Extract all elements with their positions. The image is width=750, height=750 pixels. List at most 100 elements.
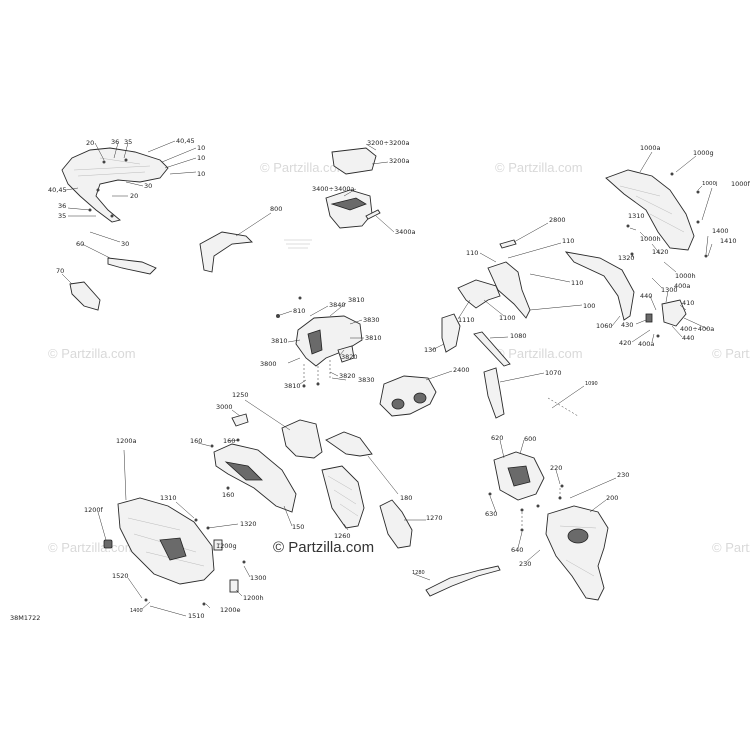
- callout-1300: 1300: [250, 574, 267, 582]
- callout-3810: 3810: [271, 337, 288, 345]
- storage-bin-assembly: [199, 143, 395, 273]
- panel-130-part: [441, 313, 461, 353]
- callout-400a: 400a: [674, 282, 690, 290]
- callout-1320: 1320: [240, 520, 257, 528]
- callout-1200f: 1200f: [84, 506, 104, 514]
- callout-1070: 1070: [545, 369, 562, 377]
- lower-trim-part: [69, 281, 101, 311]
- callout-35: 35: [58, 212, 66, 220]
- callout-36: 36: [111, 138, 119, 146]
- callout-1320: 1320: [618, 254, 635, 262]
- callout-1310: 1310: [160, 494, 177, 502]
- callout-110: 110: [571, 279, 583, 287]
- callout-2800: 2800: [549, 216, 566, 224]
- strip-2800-part: [499, 239, 517, 249]
- callout-1090: 1090: [585, 381, 598, 387]
- callout-800: 800: [270, 205, 282, 213]
- callout-30: 30: [121, 240, 129, 248]
- callout-3830: 3830: [363, 316, 380, 324]
- callout-1520: 1520: [112, 572, 129, 580]
- callout-3400: 3400÷3400a: [312, 185, 355, 193]
- callout-3200: 3200÷3200a: [367, 139, 410, 147]
- callout-160: 160: [223, 437, 235, 445]
- callout-180: 180: [400, 494, 412, 502]
- callout-10: 10: [197, 144, 205, 152]
- callout-1510: 1510: [188, 612, 205, 620]
- console-200-part: [545, 505, 609, 601]
- panel-1260-part: [321, 465, 365, 529]
- callout-40-45: 40,45: [48, 186, 67, 194]
- callout-3800: 3800: [260, 360, 277, 368]
- callout-1000j: 1000j: [702, 181, 718, 187]
- small-pin-part: [365, 209, 381, 220]
- callout-1310: 1310: [628, 212, 645, 220]
- callout-3810: 3810: [348, 296, 365, 304]
- callout-200: 200: [606, 494, 618, 502]
- callout-400-400a: 400÷400a: [680, 325, 714, 333]
- callout-1280: 1280: [412, 570, 425, 576]
- callout-1270: 1270: [426, 514, 443, 522]
- watermark-mid-center: © Partzilla.com: [495, 346, 583, 361]
- upper-cover-assembly: [61, 140, 197, 311]
- callout-20: 20: [130, 192, 138, 200]
- callout-160: 160: [190, 437, 202, 445]
- callout-10: 10: [197, 170, 205, 178]
- watermark-mid-right: © Partzilla.com: [712, 346, 750, 361]
- bracket-800-part: [199, 231, 253, 273]
- storage-tray-part: [331, 147, 377, 175]
- callout-600: 600: [524, 435, 536, 443]
- callout-440: 440: [682, 334, 694, 342]
- watermark-bottom-right: © Partzilla.com: [712, 540, 750, 555]
- callout-1200h: 1200h: [243, 594, 264, 602]
- middle-panel-assembly: [197, 399, 501, 597]
- callout-110: 110: [466, 249, 478, 257]
- callout-410: 410: [682, 299, 694, 307]
- gauge-housing-assembly: [276, 296, 364, 388]
- callout-3810: 3810: [365, 334, 382, 342]
- fairing-center-assembly: [379, 222, 585, 419]
- callout-10: 10: [197, 154, 205, 162]
- callout-400a: 400a: [638, 340, 654, 348]
- callout-1200a: 1200a: [116, 437, 137, 445]
- callout-1410: 1410: [720, 237, 737, 245]
- watermark-top-center: © Partzilla.com: [260, 160, 348, 175]
- watermark-group: © Partzilla.com © Partzilla.com © Partzi…: [48, 160, 750, 556]
- callout-100: 100: [583, 302, 595, 310]
- callout-110: 110: [562, 237, 574, 245]
- callout-3830: 3830: [358, 376, 375, 384]
- strip-1080-part: [473, 331, 511, 367]
- callout-1300: 1300: [661, 286, 678, 294]
- strip-1280-part: [425, 565, 501, 597]
- callout-1000h: 1000h: [640, 235, 661, 243]
- callout-3200a: 3200a: [389, 157, 410, 165]
- panel-1250-part: [281, 419, 323, 459]
- fairing-1100-part: [457, 279, 501, 309]
- watermark-center: © Partzilla.com: [273, 539, 374, 556]
- callout-3820: 3820: [339, 372, 356, 380]
- watermark-bottom-left: © Partzilla.com: [48, 540, 136, 555]
- callout-1000a: 1000a: [640, 144, 661, 152]
- callout-70: 70: [56, 267, 64, 275]
- headlight-2400-part: [379, 375, 437, 417]
- callout-3400a: 3400a: [395, 228, 416, 236]
- side-panel-1000a-part: [605, 169, 695, 251]
- right-panel-assembly: [564, 151, 713, 343]
- callout-1400: 1400: [712, 227, 729, 235]
- callout-130: 130: [424, 346, 436, 354]
- callout-40-45: 40,45: [176, 137, 195, 145]
- callout-1080: 1080: [510, 332, 527, 340]
- windshield-1060-part: [564, 251, 635, 321]
- watermark-top-right: © Partzilla.com: [495, 160, 583, 175]
- callout-440: 440: [640, 292, 652, 300]
- callout-1110: 1110: [458, 316, 475, 324]
- callout-420: 420: [619, 339, 631, 347]
- callout-36: 36: [58, 202, 66, 210]
- callout-30: 30: [144, 182, 152, 190]
- bracket-410-part: [661, 299, 687, 327]
- side-strip-part: [107, 257, 157, 275]
- console-assembly: [488, 439, 617, 601]
- clip-3000-part: [231, 413, 249, 427]
- diagram-id: 38M1722: [10, 614, 40, 622]
- callout-20: 20: [86, 139, 94, 147]
